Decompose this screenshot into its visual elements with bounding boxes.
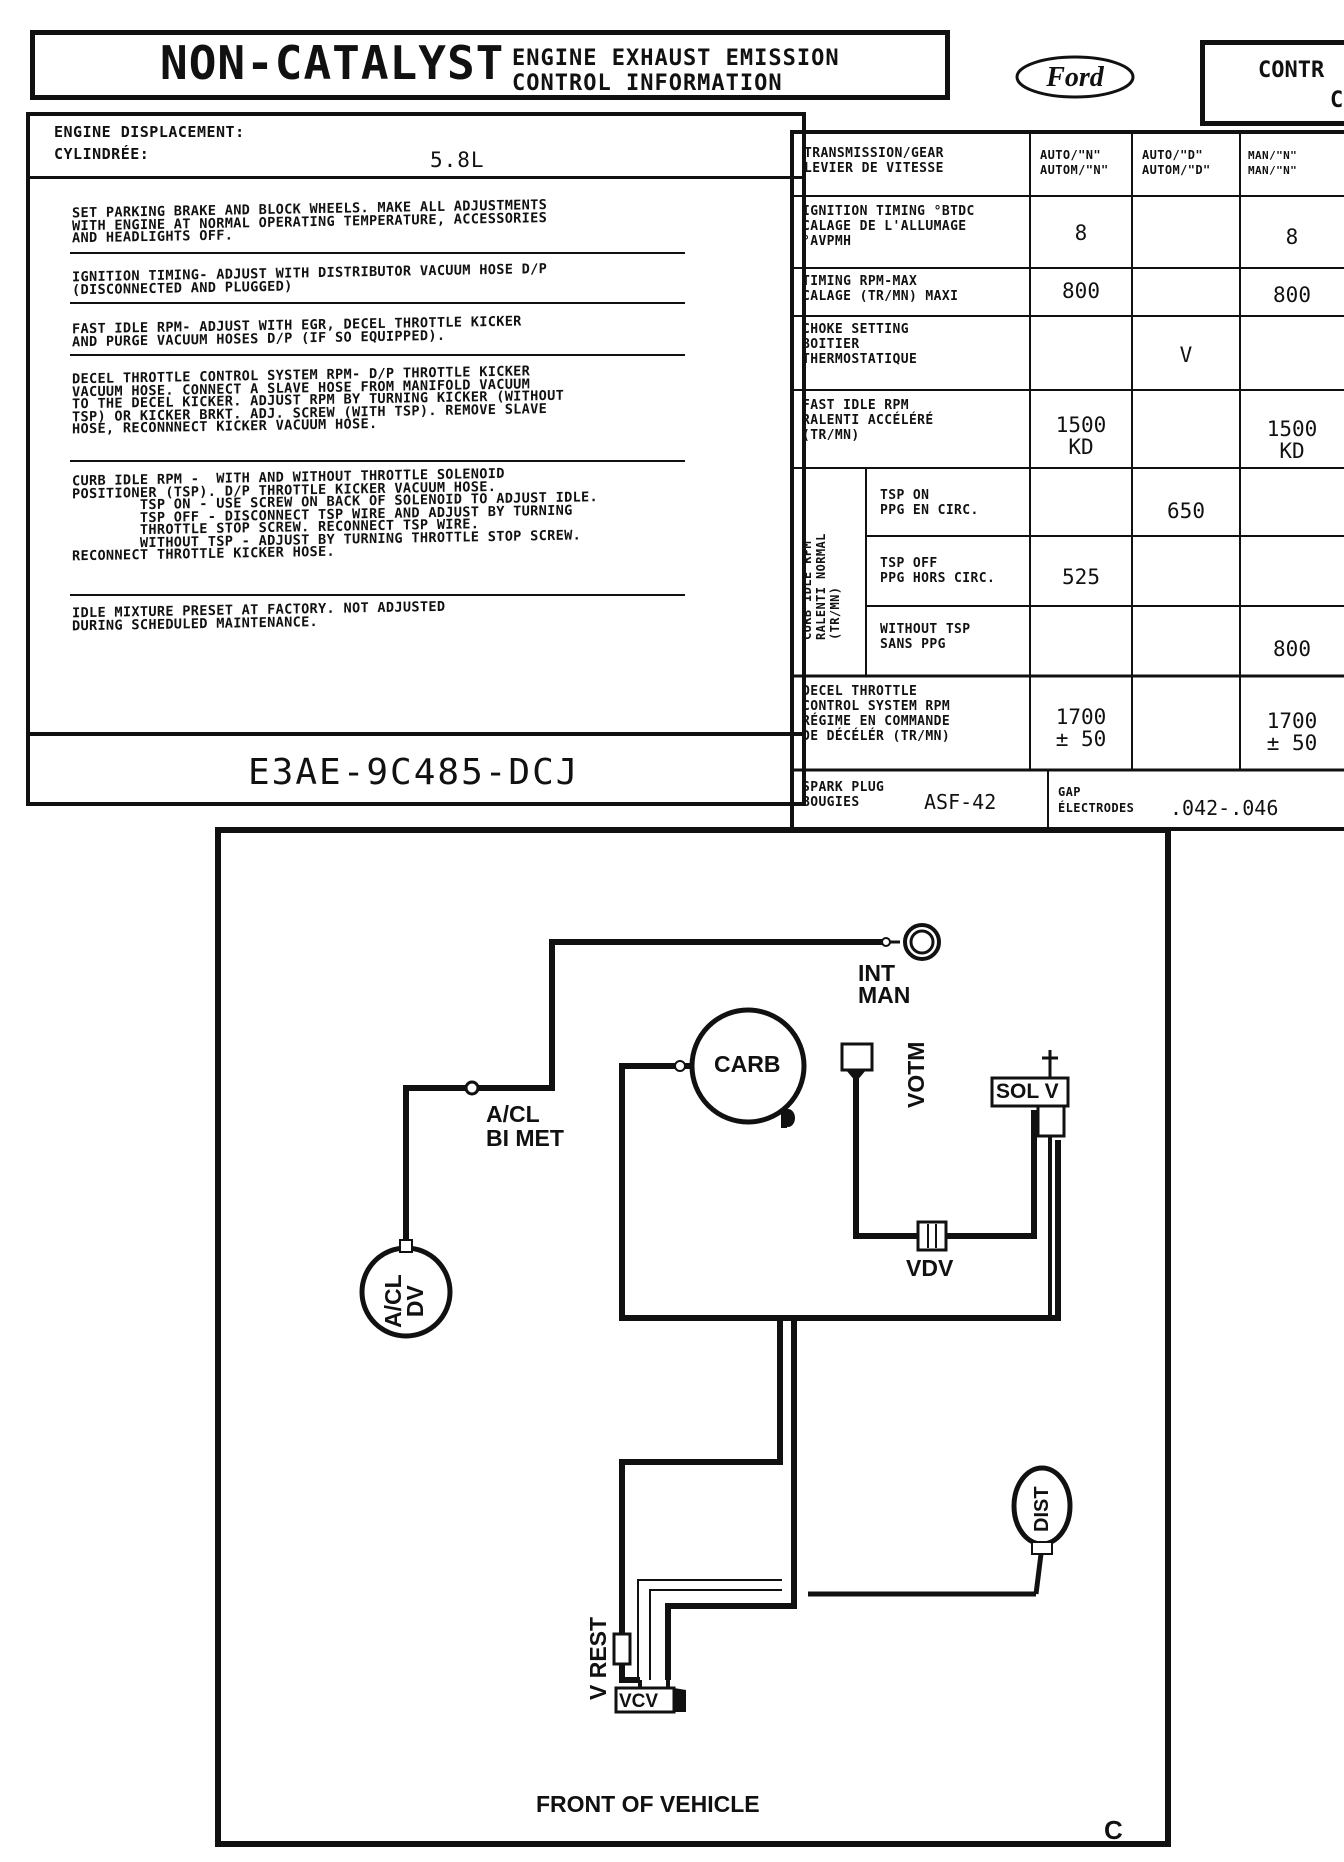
- instruction-divider-2: [70, 302, 685, 304]
- label-sol-v: SOL V: [996, 1080, 1059, 1103]
- row-label-ignition-timing: IGNITION TIMING °BTDC CALAGE DE L'ALLUMA…: [802, 204, 975, 249]
- hose-carb-loop: [619, 1063, 1061, 1321]
- displacement-divider: [28, 176, 804, 179]
- decel-throttle-auto-n: 1700 ± 50: [1055, 705, 1107, 751]
- without-tsp-man-n: 800: [1273, 637, 1311, 661]
- votm-valve: [840, 1042, 874, 1072]
- header-right-fragment-box: [1200, 40, 1344, 126]
- ignition-timing-man-n: 8: [1285, 225, 1299, 249]
- header-subtitle-1: ENGINE EXHAUST EMISSION: [512, 46, 840, 71]
- info-panel: [26, 112, 806, 806]
- sol-v-valve: [990, 1076, 1070, 1108]
- hose-trunk-right: [665, 1318, 797, 1680]
- acl-bimet-fitting: [464, 1080, 480, 1096]
- label-acl-bimet: A/CL BI MET: [486, 1101, 564, 1151]
- ignition-timing-auto-n: 8: [1074, 221, 1088, 245]
- row-label-choke-setting: CHOKE SETTING BOITIER THERMOSTATIQUE: [802, 322, 918, 367]
- int-man-fitting: [881, 937, 891, 947]
- carb-body: [689, 1007, 807, 1125]
- displacement-value: 5.8L: [430, 148, 485, 172]
- header-right-fragment-2: C: [1330, 88, 1344, 113]
- label-vdv: VDV: [906, 1255, 954, 1281]
- instruction-divider-4: [70, 460, 685, 462]
- row-label-tsp-on: TSP ON PPG EN CIRC.: [880, 488, 979, 518]
- page-title: NON-CATALYST: [160, 36, 505, 90]
- spark-plug-label: SPARK PLUG BOUGIES: [802, 780, 885, 810]
- timing-rpm-man-n: 800: [1273, 283, 1311, 307]
- choke-setting-value: V: [1179, 343, 1193, 367]
- hose-vrest-2: [649, 1589, 782, 1680]
- hose-int-man-to-acl: [470, 939, 884, 1091]
- row-label-tsp-off: TSP OFF PPG HORS CIRC.: [880, 556, 996, 586]
- spark-plug-gap-label: GAP ÉLECTRODES: [1058, 785, 1135, 815]
- carb-fitting: [674, 1060, 686, 1072]
- ford-logo: Ford: [1015, 55, 1135, 99]
- displacement-label-en: ENGINE DISPLACEMENT:: [54, 123, 245, 141]
- row-label-timing-rpm: TIMING RPM-MAX CALAGE (TR/MN) MAXI: [802, 274, 959, 304]
- label-vcv: VCV: [619, 1691, 659, 1712]
- timing-rpm-auto-n: 800: [1062, 279, 1100, 303]
- label-dist: DIST: [1031, 1486, 1053, 1532]
- hose-votm-to-vdv: [853, 1078, 918, 1239]
- row-label-fast-idle: FAST IDLE RPM RALENTI ACCÉLÉRÉ (TR/MN): [802, 398, 934, 443]
- hose-vrest-1: [637, 1579, 782, 1680]
- header-title-box: [30, 30, 950, 100]
- hose-trunk-left: [619, 1318, 783, 1683]
- diagram-frame: [215, 827, 1171, 1847]
- displacement-label-fr: CYLINDRÉE:: [54, 145, 150, 163]
- part-number-divider: [28, 732, 804, 736]
- tsp-off-auto-n: 525: [1062, 565, 1100, 589]
- table-header-man-n: MAN/"N" MAN/"N": [1248, 149, 1298, 177]
- label-front-of-vehicle: FRONT OF VEHICLE: [536, 1791, 760, 1817]
- label-votm: VOTM: [903, 1041, 929, 1108]
- label-int-man: INT MAN: [858, 960, 911, 1008]
- fast-idle-man-n: 1500 KD: [1266, 417, 1318, 463]
- header-right-fragment-1: CONTR: [1258, 58, 1325, 83]
- instruction-divider-5: [70, 594, 685, 596]
- row-label-decel-throttle: DECEL THROTTLE CONTROL SYSTEM RPM RÉGIME…: [802, 684, 951, 744]
- label-v-rest: V REST: [585, 1616, 611, 1700]
- table-header-auto-d: AUTO/"D" AUTOM/"D": [1142, 148, 1211, 177]
- hose-acl-to-acl-dv: [403, 1085, 470, 1240]
- fast-idle-auto-n: 1500 KD: [1055, 413, 1107, 459]
- instruction-divider-1: [70, 252, 685, 254]
- vdv-valve: [916, 1220, 948, 1252]
- table-header-transmission: TRANSMISSION/GEAR LEVIER DE VITESSE: [804, 146, 944, 176]
- instruction-divider-3: [70, 354, 685, 356]
- row-label-without-tsp: WITHOUT TSP SANS PPG: [880, 622, 971, 652]
- v-rest-valve: [612, 1632, 632, 1666]
- part-number: E3AE-9C485-DCJ: [248, 752, 580, 793]
- decel-throttle-man-n: 1700 ± 50: [1266, 709, 1318, 755]
- carb-port: [781, 1109, 795, 1127]
- spark-plug-gap-value: .042-.046: [1170, 796, 1279, 820]
- label-acl-dv: A/CL DV: [380, 1274, 428, 1328]
- vcv-valve: [614, 1686, 676, 1714]
- header-subtitle-2: CONTROL INFORMATION: [512, 71, 783, 96]
- hose-vdv-to-solv: [946, 1110, 1037, 1239]
- spark-plug-value: ASF-42: [924, 790, 997, 814]
- ford-logo-text: Ford: [1045, 62, 1105, 93]
- table-header-auto-n: AUTO/"N" AUTOM/"N": [1040, 148, 1109, 177]
- label-corner-c: C: [1104, 1815, 1123, 1845]
- tsp-on-auto-d: 650: [1167, 499, 1205, 523]
- label-carb: CARB: [714, 1051, 781, 1077]
